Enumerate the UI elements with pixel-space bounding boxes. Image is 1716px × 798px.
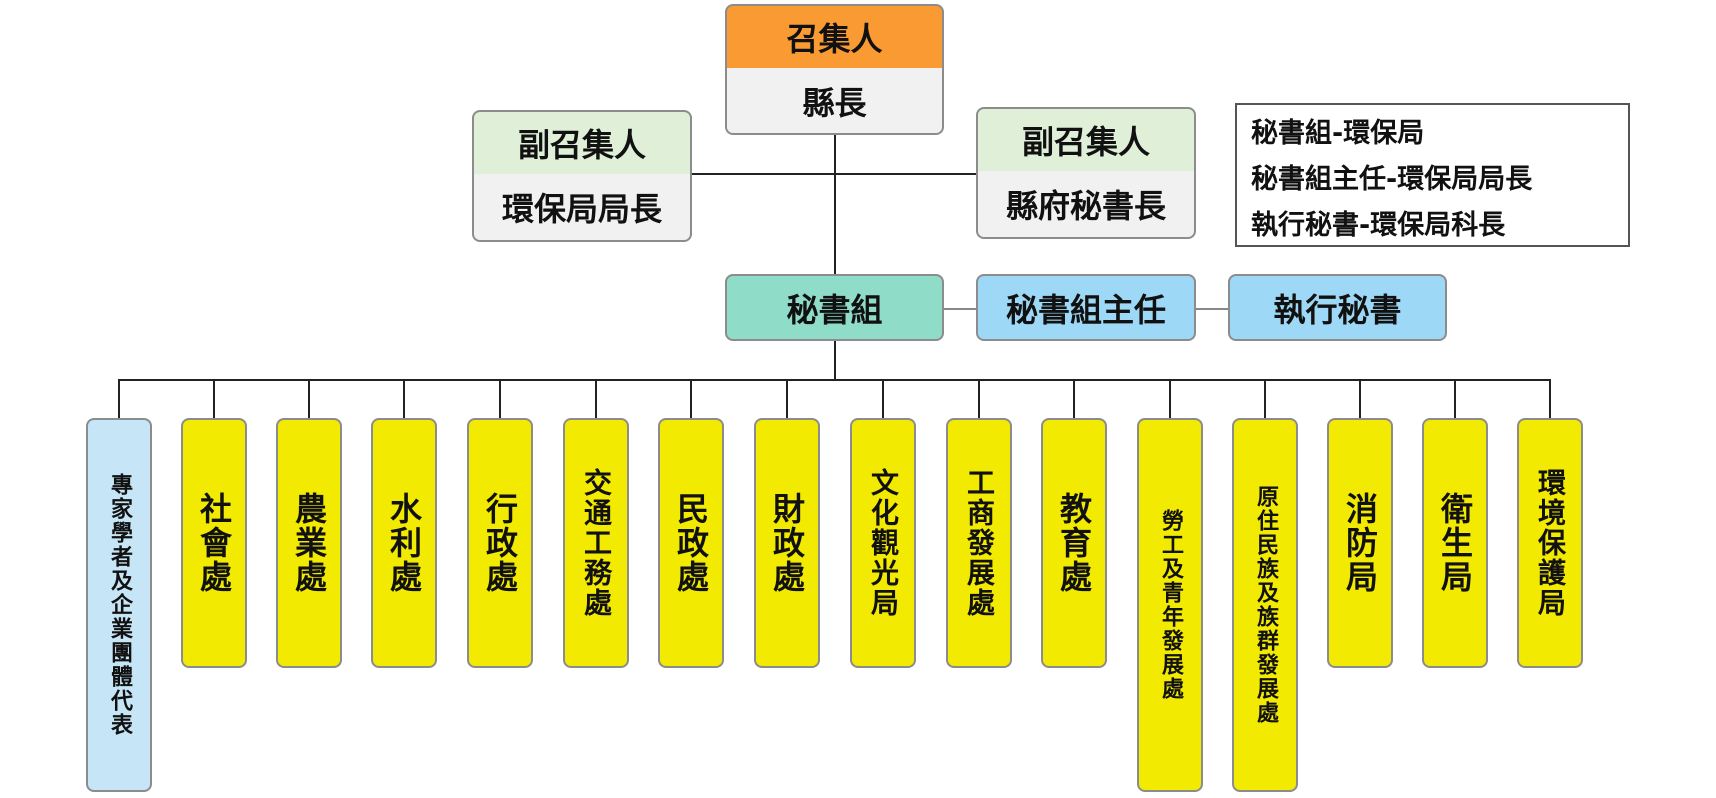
unit-label: 消防局 [1341, 492, 1379, 594]
unit-box: 行政處 [467, 418, 533, 668]
legend-line-2: 秘書組主任-環保局局長 [1251, 164, 1533, 195]
deputy-left-title: 副召集人 [517, 126, 646, 164]
unit-label: 教育處 [1055, 492, 1093, 594]
unit-label: 衛生局 [1436, 492, 1474, 594]
unit-box: 環境保護局 [1517, 418, 1583, 668]
unit-box: 交通工務處 [563, 418, 629, 668]
unit-label: 行政處 [481, 492, 519, 594]
deputy-left-name-box: 環保局局長 [472, 174, 692, 242]
secretariat-box: 秘書組 [725, 274, 944, 341]
unit-label: 社會處 [195, 492, 233, 594]
deputy-left-name: 環保局局長 [501, 190, 662, 228]
unit-label: 工商發展處 [963, 468, 996, 618]
deputy-right-title: 副召集人 [1021, 123, 1150, 161]
unit-box: 農業處 [276, 418, 342, 668]
unit-box: 民政處 [658, 418, 724, 668]
unit-box: 社會處 [181, 418, 247, 668]
connector-unit-drop [213, 379, 215, 419]
connector-deputies [690, 173, 980, 175]
unit-label: 農業處 [290, 492, 328, 594]
connector-unit-drop [403, 379, 405, 419]
connector-unit-drop [1264, 379, 1266, 419]
connector-director-exec [1194, 308, 1230, 310]
unit-box: 消防局 [1327, 418, 1393, 668]
connector-unit-drop [595, 379, 597, 419]
unit-label: 原住民族及族群發展處 [1253, 485, 1278, 725]
secretariat-label: 秘書組 [786, 290, 883, 329]
unit-label: 文化觀光局 [867, 468, 900, 618]
unit-box: 原住民族及族群發展處 [1232, 418, 1298, 792]
unit-label: 勞工及青年發展處 [1158, 509, 1183, 701]
connector-unit-drop [1454, 379, 1456, 419]
connector-unit-drop [499, 379, 501, 419]
unit-label: 水利處 [385, 492, 423, 594]
unit-label: 專家學者及企業團體代表 [107, 473, 132, 737]
unit-box: 水利處 [371, 418, 437, 668]
unit-box: 財政處 [754, 418, 820, 668]
connector-unit-drop [1169, 379, 1171, 419]
connector-convener-to-secretariat [834, 133, 836, 275]
deputy-right-name-box: 縣府秘書長 [976, 171, 1196, 239]
connector-unit-drop [786, 379, 788, 419]
convener-title-box: 召集人 [725, 4, 944, 70]
unit-label: 財政處 [768, 492, 806, 594]
unit-box: 勞工及青年發展處 [1137, 418, 1203, 792]
connector-secretariat-to-units [834, 340, 836, 380]
unit-label: 環境保護局 [1534, 468, 1567, 618]
unit-box: 教育處 [1041, 418, 1107, 668]
secretariat-director-label: 秘書組主任 [1005, 290, 1166, 329]
connector-unit-drop [1359, 379, 1361, 419]
connector-unit-drop [1073, 379, 1075, 419]
deputy-left-title-box: 副召集人 [472, 110, 692, 176]
legend-line-1: 秘書組-環保局 [1251, 118, 1425, 149]
legend-box: 秘書組-環保局 秘書組主任-環保局局長 執行秘書-環保局科長 [1235, 103, 1630, 247]
connector-unit-drop [118, 379, 120, 419]
deputy-right-name: 縣府秘書長 [1005, 187, 1166, 225]
exec-secretary-label: 執行秘書 [1273, 290, 1402, 329]
connector-secretariat-director [942, 308, 976, 310]
connector-unit-drop [308, 379, 310, 419]
convener-title: 召集人 [786, 20, 883, 58]
connector-unit-drop [882, 379, 884, 419]
unit-box: 文化觀光局 [850, 418, 916, 668]
legend-line-3: 執行秘書-環保局科長 [1251, 210, 1506, 241]
deputy-right-title-box: 副召集人 [976, 107, 1196, 173]
unit-box: 工商發展處 [946, 418, 1012, 668]
unit-label: 民政處 [672, 492, 710, 594]
connector-unit-drop [978, 379, 980, 419]
exec-secretary-box: 執行秘書 [1228, 274, 1447, 341]
connector-units-bus [119, 379, 1551, 381]
unit-box: 衛生局 [1422, 418, 1488, 668]
secretariat-director-box: 秘書組主任 [976, 274, 1196, 341]
connector-unit-drop [1549, 379, 1551, 419]
convener-name-box: 縣長 [725, 68, 944, 135]
unit-experts-box: 專家學者及企業團體代表 [86, 418, 152, 792]
convener-name: 縣長 [802, 83, 867, 122]
unit-label: 交通工務處 [580, 468, 613, 618]
connector-unit-drop [690, 379, 692, 419]
